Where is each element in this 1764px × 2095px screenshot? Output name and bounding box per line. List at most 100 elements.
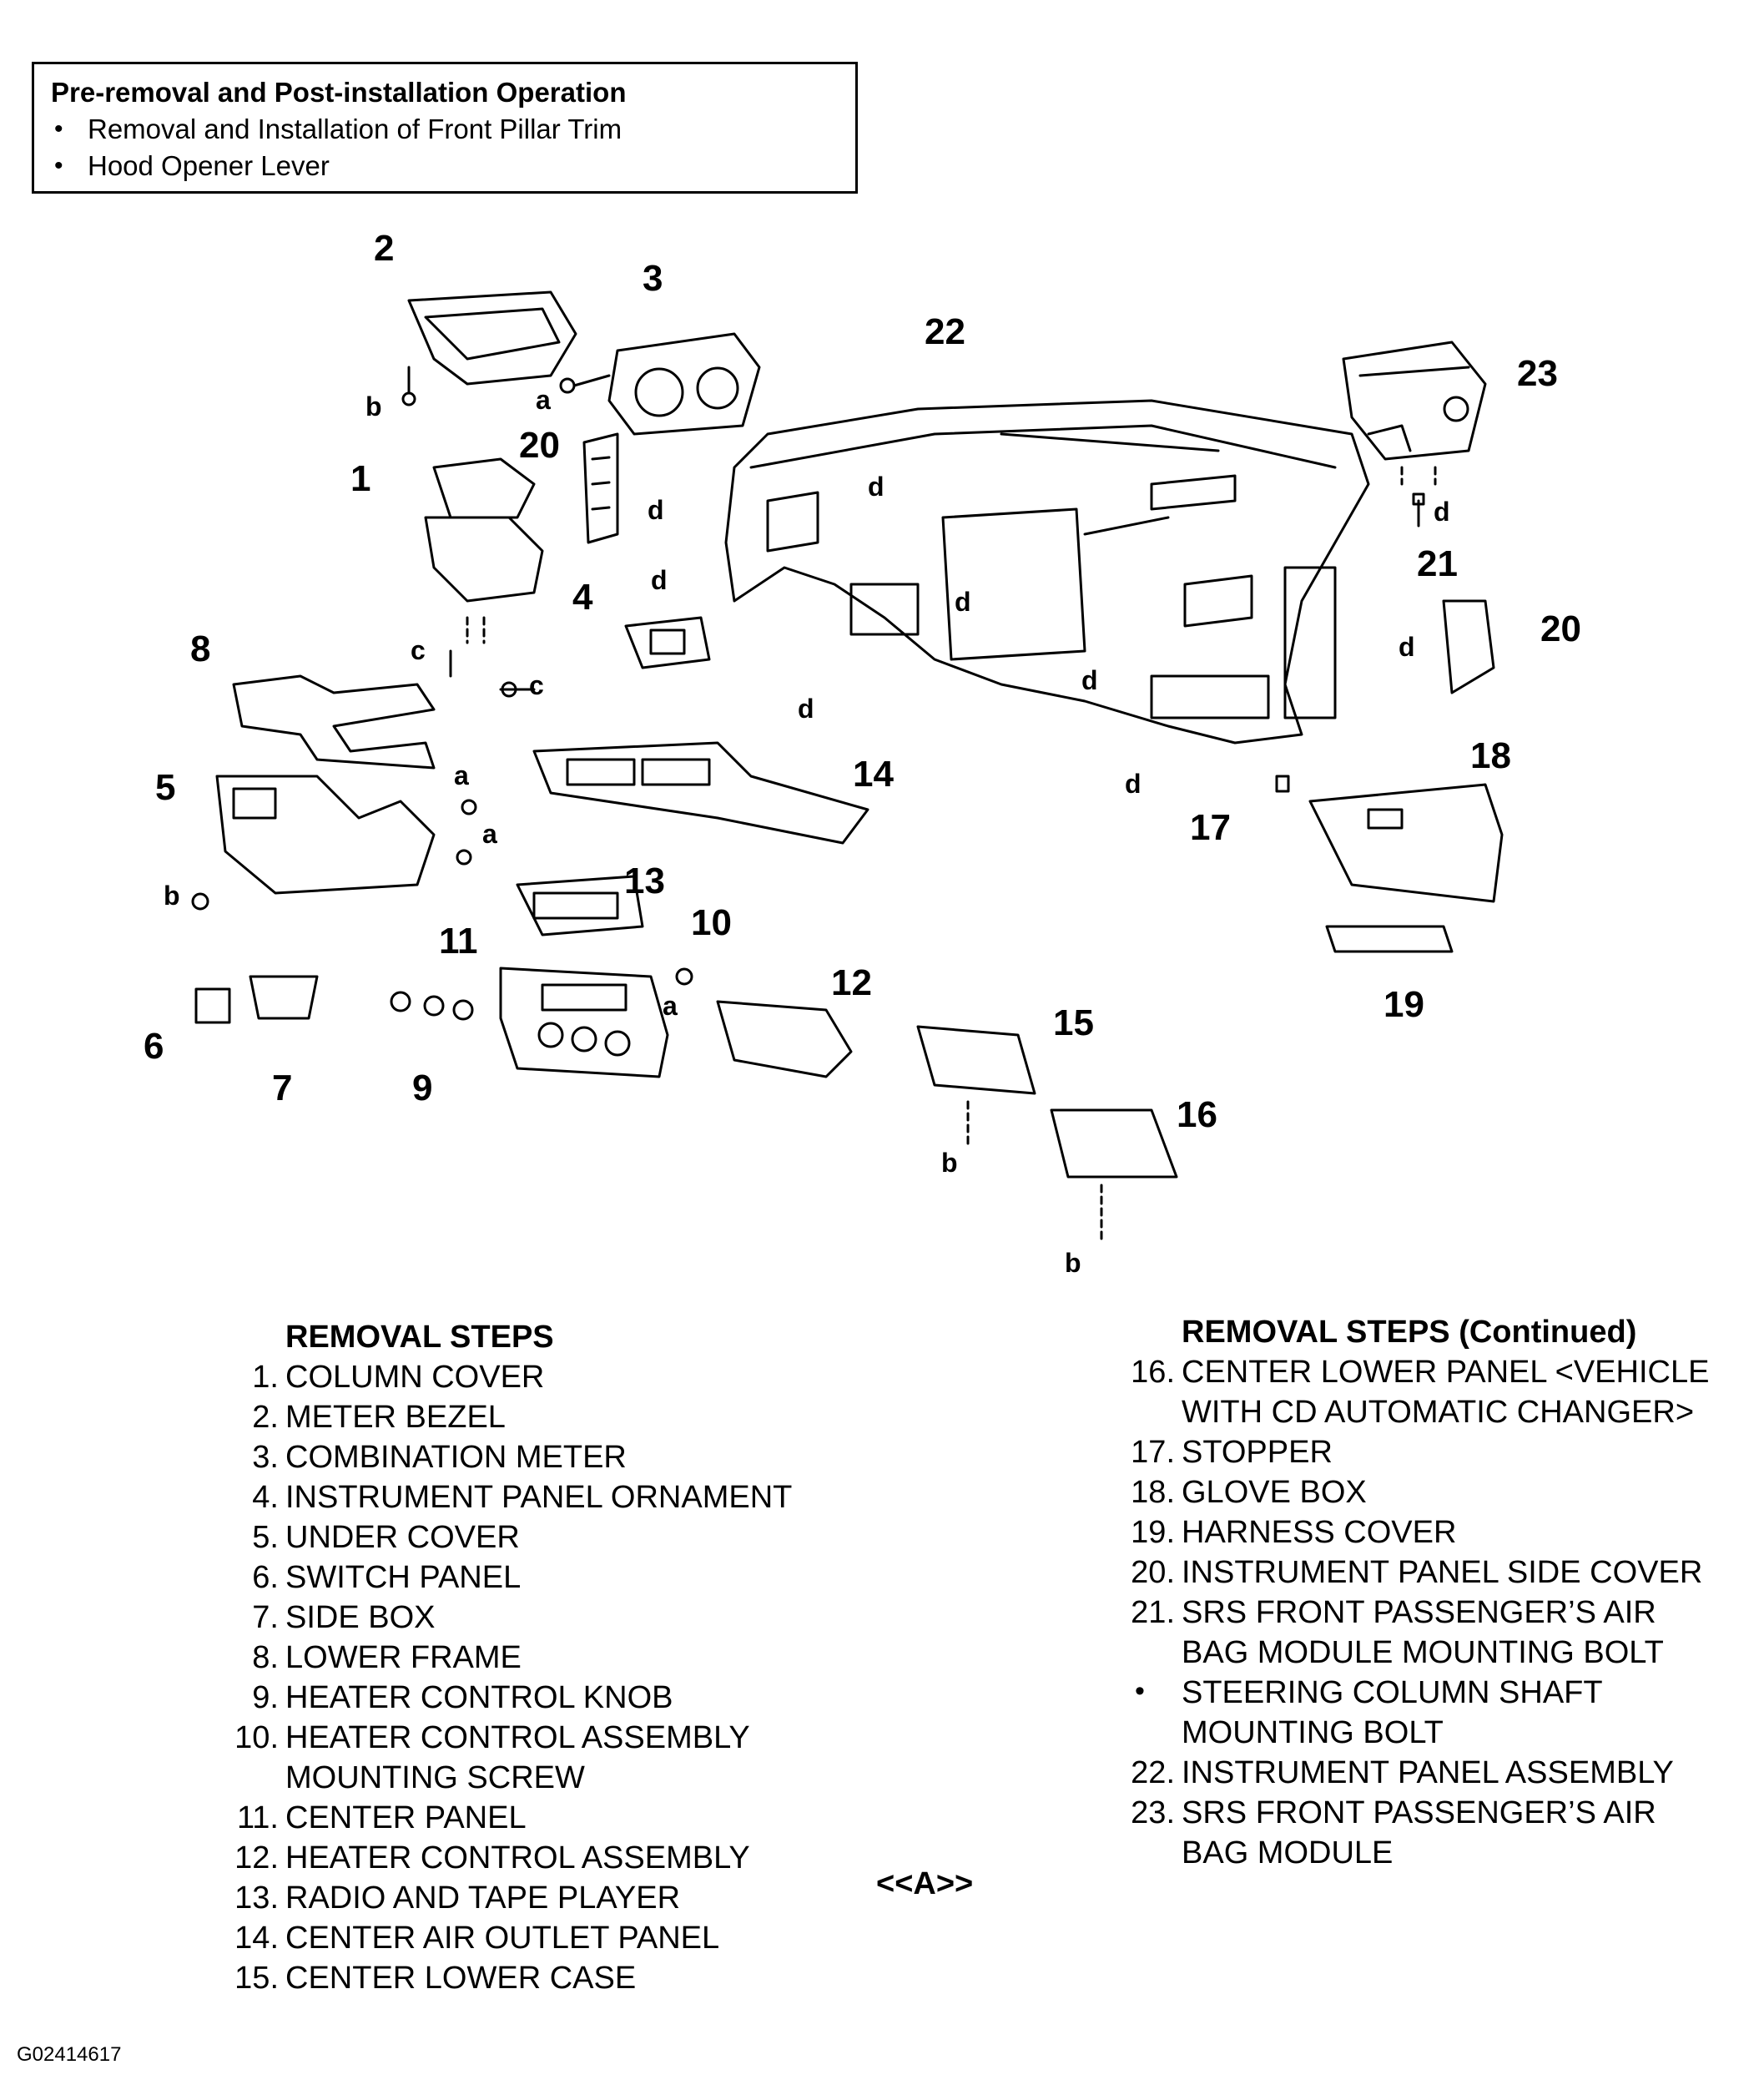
- callout-12: 12: [831, 962, 872, 1003]
- step-number: 15.: [234, 1961, 279, 1996]
- removal-step: 22.INSTRUMENT PANEL ASSEMBLY: [1123, 1753, 1757, 1793]
- step-text: SIDE BOX: [285, 1600, 436, 1635]
- removal-step: 18.GLOVE BOX: [1123, 1472, 1757, 1512]
- callout-10: 10: [691, 902, 732, 943]
- screw-b-head: [401, 391, 416, 406]
- step-text: INSTRUMENT PANEL ORNAMENT: [285, 1480, 793, 1515]
- step-number: 4.: [252, 1480, 279, 1515]
- callout-8: 8: [190, 628, 210, 669]
- removal-steps-list: REMOVAL STEPS 1.COLUMN COVER 2.METER BEZ…: [227, 1317, 861, 1998]
- step-number: 2.: [252, 1400, 279, 1435]
- step-text: LOWER FRAME: [285, 1640, 522, 1675]
- service-point-marker: <<A>>: [876, 1866, 974, 1901]
- step-number: 3.: [252, 1440, 279, 1475]
- pre-operation-list: • Removal and Installation of Front Pilla…: [51, 111, 839, 184]
- callout-7: 7: [272, 1068, 292, 1108]
- removal-step-continuation: WITH CD AUTOMATIC CHANGER>: [1123, 1392, 1757, 1432]
- radio-display-detail: [532, 891, 619, 920]
- heater-control-knob: [423, 995, 445, 1017]
- removal-step: 19.HARNESS COVER: [1123, 1512, 1757, 1552]
- callout-19: 19: [1383, 984, 1424, 1025]
- callout-16: 16: [1177, 1094, 1217, 1135]
- pre-operation-item-text: Removal and Installation of Front Pillar…: [88, 114, 622, 144]
- fastener-letter-a: a: [454, 760, 469, 790]
- fastener-letter-d: d: [1125, 769, 1142, 799]
- lower-frame-part: [232, 674, 436, 770]
- callout-9: 9: [412, 1068, 432, 1108]
- step-number: 7.: [252, 1600, 279, 1635]
- fastener-letter-a: a: [482, 819, 497, 849]
- callout-2: 2: [374, 228, 394, 269]
- removal-step: 4.INSTRUMENT PANEL ORNAMENT: [227, 1477, 861, 1517]
- callout-23: 23: [1517, 353, 1558, 394]
- figure-id: G02414617: [17, 2043, 122, 2066]
- airbag-module-part: [1342, 341, 1487, 461]
- side-box-part: [249, 975, 319, 1020]
- center-air-outlet-panel-part: [532, 741, 869, 845]
- pre-operation-item: • Hood Opener Lever: [51, 148, 839, 184]
- fastener-letter-b: b: [365, 391, 382, 422]
- removal-step: 13.RADIO AND TAPE PLAYER: [227, 1878, 861, 1918]
- step-number: 16.: [1131, 1355, 1175, 1390]
- center-panel-knob-hole: [537, 1022, 564, 1048]
- step-text: BAG MODULE MOUNTING BOLT: [1182, 1635, 1664, 1670]
- step-number: 10.: [234, 1720, 279, 1755]
- removal-step: 3.COMBINATION METER: [227, 1437, 861, 1477]
- fastener-letter-d: d: [651, 565, 668, 595]
- step-text: MOUNTING BOLT: [1182, 1715, 1444, 1750]
- glove-box-handle: [1367, 808, 1404, 830]
- callout-6: 6: [144, 1026, 164, 1067]
- bullet-icon: •: [54, 152, 63, 179]
- callout-5: 5: [155, 767, 175, 808]
- bullet-icon: •: [54, 115, 63, 143]
- step-text: HEATER CONTROL ASSEMBLY: [285, 1840, 750, 1875]
- ornament-switch-detail: [649, 628, 686, 655]
- step-number: 18.: [1131, 1475, 1175, 1510]
- removal-step-bullet: •STEERING COLUMN SHAFT: [1123, 1673, 1757, 1713]
- removal-step: 7.SIDE BOX: [227, 1598, 861, 1638]
- pre-operation-item-text: Hood Opener Lever: [88, 150, 330, 181]
- step-number: 12.: [234, 1840, 279, 1875]
- glove-box-part: [1308, 783, 1504, 903]
- fastener-letter-d: d: [798, 694, 814, 724]
- fastener-letter-b: b: [1065, 1248, 1081, 1278]
- fastener-letter-a: a: [536, 385, 551, 415]
- callout-17: 17: [1190, 807, 1231, 848]
- center-panel-knob-hole: [571, 1026, 597, 1053]
- center-lower-panel-part: [1050, 1108, 1178, 1179]
- step-text: HEATER CONTROL ASSEMBLY: [285, 1720, 750, 1755]
- fastener-letter-d: d: [868, 472, 885, 502]
- removal-step: 5.UNDER COVER: [227, 1517, 861, 1557]
- under-cover-part: [215, 775, 436, 895]
- step-text: HARNESS COVER: [1182, 1515, 1457, 1550]
- removal-step: 21.SRS FRONT PASSENGER’S AIR: [1123, 1593, 1757, 1633]
- step-number: 5.: [252, 1520, 279, 1555]
- exploded-view-diagram: 2 3 22 23 20 1 21 4 20 8 18 14 5 17 13 1…: [144, 228, 1581, 1278]
- step-text: HEATER CONTROL KNOB: [285, 1680, 673, 1715]
- heater-control-knob: [390, 991, 411, 1012]
- step-text: CENTER AIR OUTLET PANEL: [285, 1921, 720, 1956]
- center-lower-case-part: [916, 1025, 1036, 1095]
- callout-15: 15: [1053, 1002, 1094, 1043]
- fastener-letter-d: d: [1081, 665, 1098, 695]
- fastener-letter-c: c: [529, 670, 544, 700]
- step-number: 14.: [234, 1921, 279, 1956]
- leader-line: [1400, 466, 1437, 486]
- pre-operation-box: Pre-removal and Post-installation Operat…: [32, 62, 858, 194]
- screw-a-head: [559, 377, 576, 394]
- step-number: 22.: [1131, 1755, 1175, 1790]
- center-panel-knob-hole: [604, 1030, 631, 1057]
- column-cover-part: [424, 457, 544, 603]
- step-text: COMBINATION METER: [285, 1440, 627, 1475]
- step-number: 9.: [252, 1680, 279, 1715]
- removal-step-continuation: BAG MODULE: [1123, 1833, 1757, 1873]
- step-number: 6.: [252, 1560, 279, 1595]
- step-number: 17.: [1131, 1435, 1175, 1470]
- removal-step: 17.STOPPER: [1123, 1432, 1757, 1472]
- removal-steps-heading: REMOVAL STEPS: [285, 1320, 554, 1355]
- callout-20: 20: [1540, 608, 1581, 649]
- combination-meter-part: [607, 332, 761, 436]
- side-cover-left-part: [582, 432, 619, 544]
- removal-step: 12.HEATER CONTROL ASSEMBLY: [227, 1838, 861, 1878]
- callout-3: 3: [643, 258, 663, 299]
